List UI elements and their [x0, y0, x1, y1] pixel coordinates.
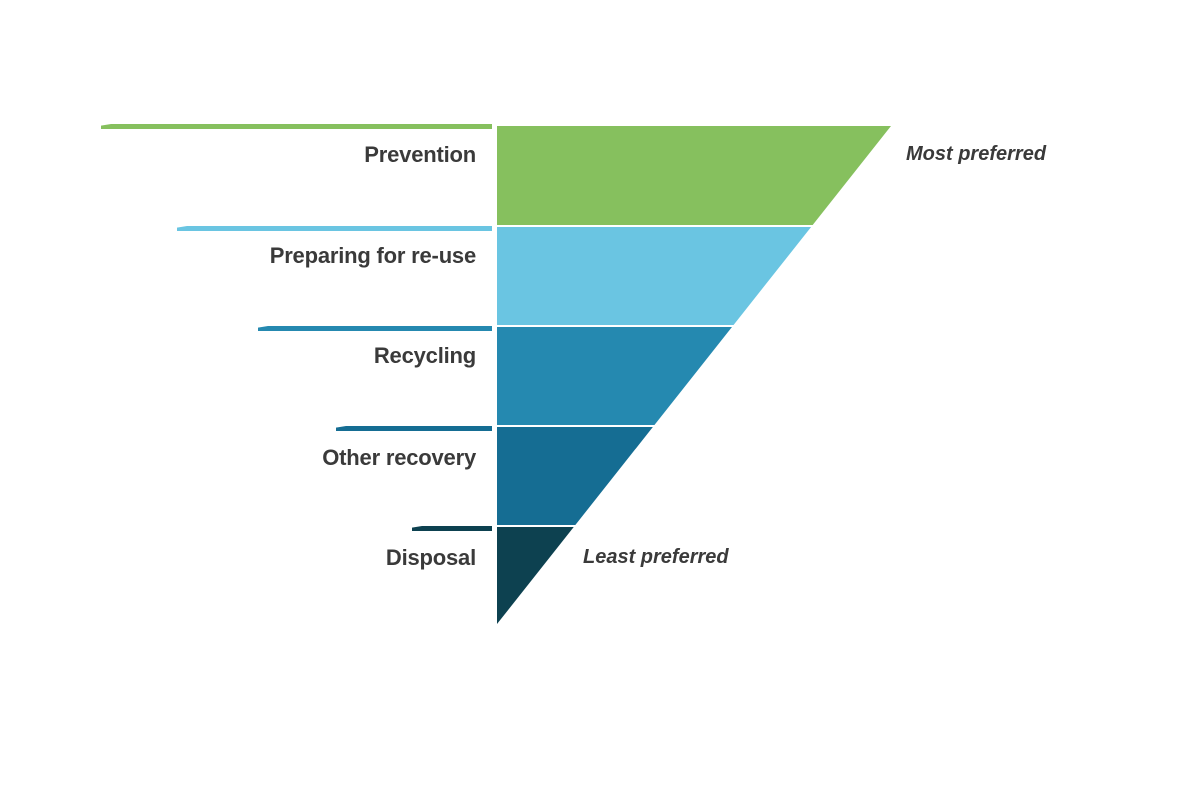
tier-connector-line [177, 226, 492, 231]
tier-label-disposal: Disposal [385, 545, 476, 570]
tier-label-preparing-for-re-use: Preparing for re-use [269, 243, 476, 268]
funnel-band [497, 227, 812, 325]
tier-connector-line [101, 124, 492, 129]
funnel-band [497, 527, 574, 624]
funnel-bands [497, 126, 891, 624]
tier-connector-line [412, 526, 492, 531]
tier-label-recycling: Recycling [373, 343, 476, 368]
tier-connector-line [258, 326, 492, 331]
tier-connector-line [336, 426, 492, 431]
connector-lines [101, 124, 492, 531]
most-preferred-note: Most preferred [906, 143, 1047, 165]
least-preferred-note: Least preferred [583, 546, 729, 568]
funnel-band [497, 427, 653, 525]
funnel-band [497, 126, 891, 225]
tier-label-other-recovery: Other recovery [322, 445, 476, 470]
funnel-band [497, 327, 732, 425]
tier-label-prevention: Prevention [364, 142, 476, 167]
